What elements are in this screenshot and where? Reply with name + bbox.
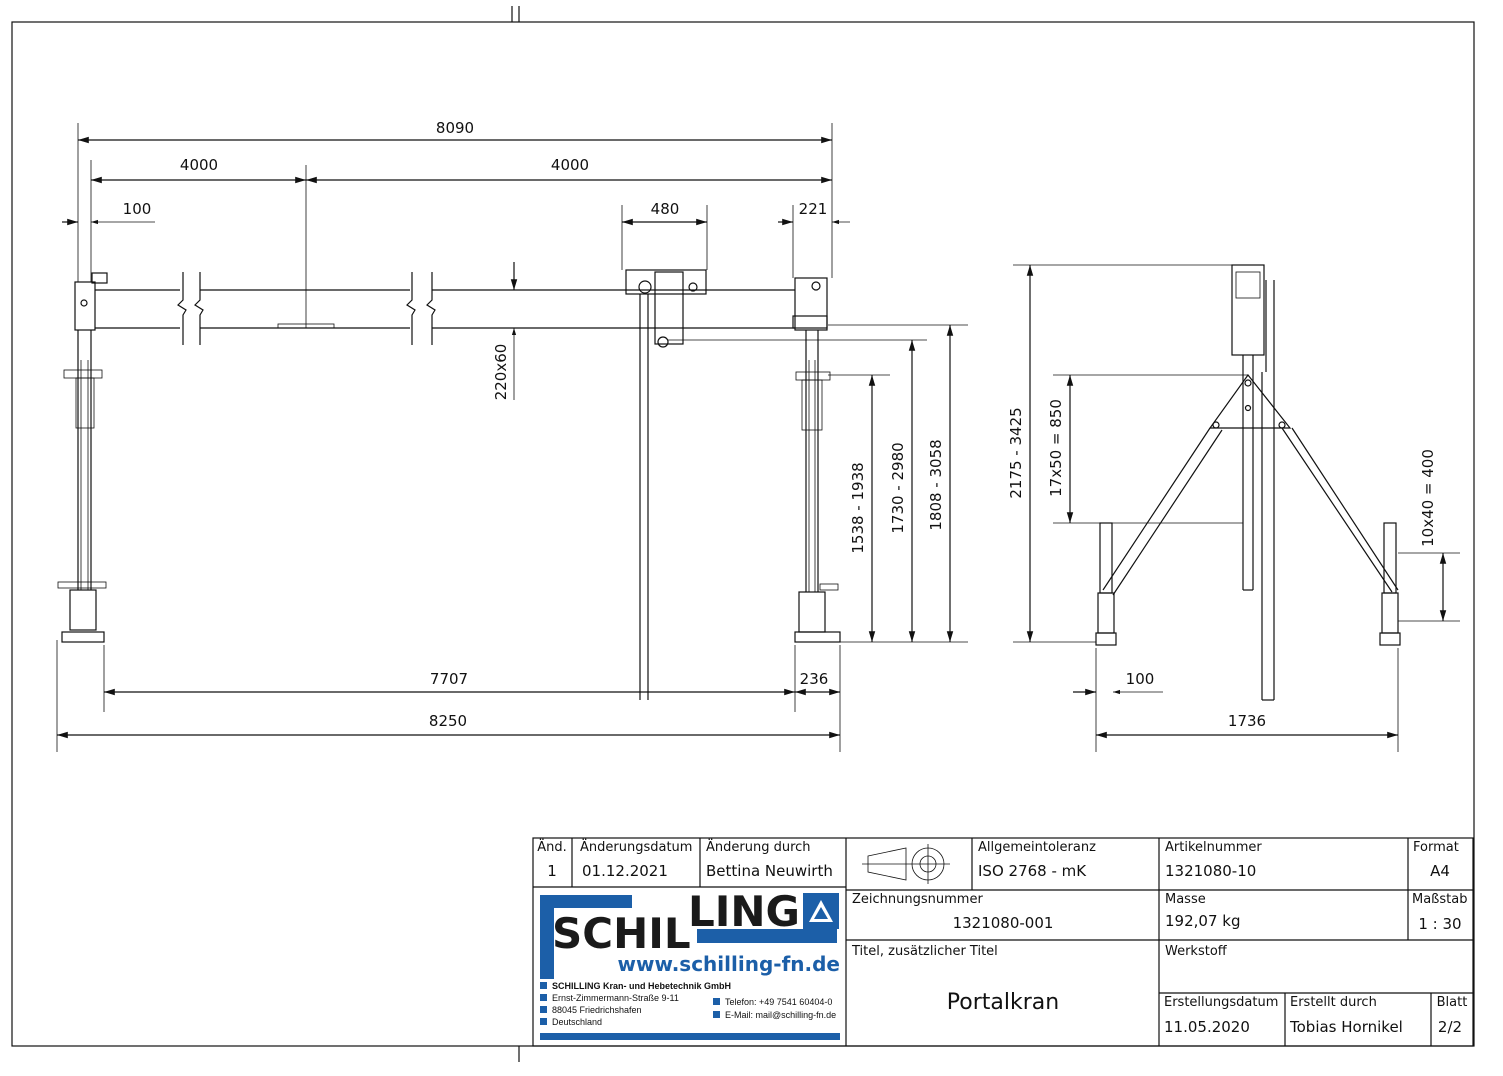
created-by-label: Erstellt durch: [1290, 995, 1377, 1010]
drawing-no-label: Zeichnungsnummer: [852, 892, 983, 907]
created-date-label: Erstellungsdatum: [1164, 995, 1278, 1010]
dim-2175-3425: 2175 - 3425: [1007, 407, 1025, 498]
sheet-value: 2/2: [1438, 1018, 1462, 1036]
logo-triangle-icon: [803, 893, 839, 929]
company-city: 88045 Friedrichshafen: [552, 1005, 642, 1015]
dim-236: 236: [800, 670, 829, 688]
drawing-no-value: 1321080-001: [953, 914, 1054, 932]
dim-4000-right: 4000: [551, 156, 589, 174]
change-by-value: Bettina Neuwirth: [706, 862, 833, 880]
rev-value: 1: [547, 862, 557, 880]
rev-label: Änd.: [537, 839, 567, 855]
dim-221: 221: [799, 200, 828, 218]
title-label: Titel, zusätzlicher Titel: [851, 944, 998, 959]
dim-4000-left: 4000: [180, 156, 218, 174]
dim-100-side: 100: [1126, 670, 1155, 688]
change-by-label: Änderung durch: [706, 839, 811, 855]
dim-480: 480: [651, 200, 680, 218]
company-logo: SCHIL LING www.schilling-fn.de SCHILLING…: [538, 887, 842, 1041]
side-view-crane: [1095, 264, 1401, 701]
tolerance-value: ISO 2768 - mK: [978, 862, 1087, 880]
dim-10x40: 10x40 = 400: [1419, 449, 1437, 547]
company-street: Ernst-Zimmermann-Straße 9-11: [552, 993, 679, 1003]
dim-100-top: 100: [123, 200, 152, 218]
material-label: Werkstoff: [1165, 944, 1228, 959]
company-country: Deutschland: [552, 1017, 602, 1027]
logo-word-a: SCHIL: [552, 909, 691, 958]
dim-1538-1938: 1538 - 1938: [849, 462, 867, 553]
dim-1808-3058: 1808 - 3058: [927, 439, 945, 530]
logo-word-b: LING: [688, 887, 800, 936]
front-view-crane: [57, 269, 927, 700]
dim-220x60: 220x60: [492, 344, 510, 401]
tolerance-label: Allgemeintoleranz: [978, 840, 1096, 855]
article-label: Artikelnummer: [1165, 840, 1262, 855]
company-email: E-Mail: mail@schilling-fn.de: [725, 1010, 836, 1020]
created-date-value: 11.05.2020: [1164, 1018, 1250, 1036]
logo-url: www.schilling-fn.de: [618, 952, 840, 976]
dimension-labels: 8090 4000 4000 100 480 221 220x60 1538 -…: [123, 119, 1437, 730]
created-by-value: Tobias Hornikel: [1289, 1018, 1403, 1036]
change-date-value: 01.12.2021: [582, 862, 668, 880]
mass-label: Masse: [1165, 892, 1206, 907]
sheet-label: Blatt: [1437, 995, 1468, 1010]
company-phone: Telefon: +49 7541 60404-0: [725, 997, 832, 1007]
format-value: A4: [1430, 862, 1450, 880]
drawing-title: Portalkran: [947, 990, 1059, 1015]
dim-17x50: 17x50 = 850: [1047, 399, 1065, 497]
scale-value: 1 : 30: [1418, 915, 1461, 933]
dim-1730-2980: 1730 - 2980: [889, 442, 907, 533]
dim-7707: 7707: [430, 670, 468, 688]
dim-8250: 8250: [429, 712, 467, 730]
company-name: SCHILLING Kran- und Hebetechnik GmbH: [552, 981, 731, 991]
format-label: Format: [1413, 840, 1459, 855]
scale-label: Maßstab: [1412, 892, 1467, 907]
dim-8090: 8090: [436, 119, 474, 137]
article-value: 1321080-10: [1165, 862, 1256, 880]
projection-symbol-icon: [862, 844, 950, 884]
title-block: Änd. 1 Änderungsdatum 01.12.2021 Änderun…: [532, 837, 1474, 1047]
change-date-label: Änderungsdatum: [580, 839, 692, 855]
mass-value: 192,07 kg: [1165, 912, 1240, 930]
dim-1736: 1736: [1228, 712, 1266, 730]
